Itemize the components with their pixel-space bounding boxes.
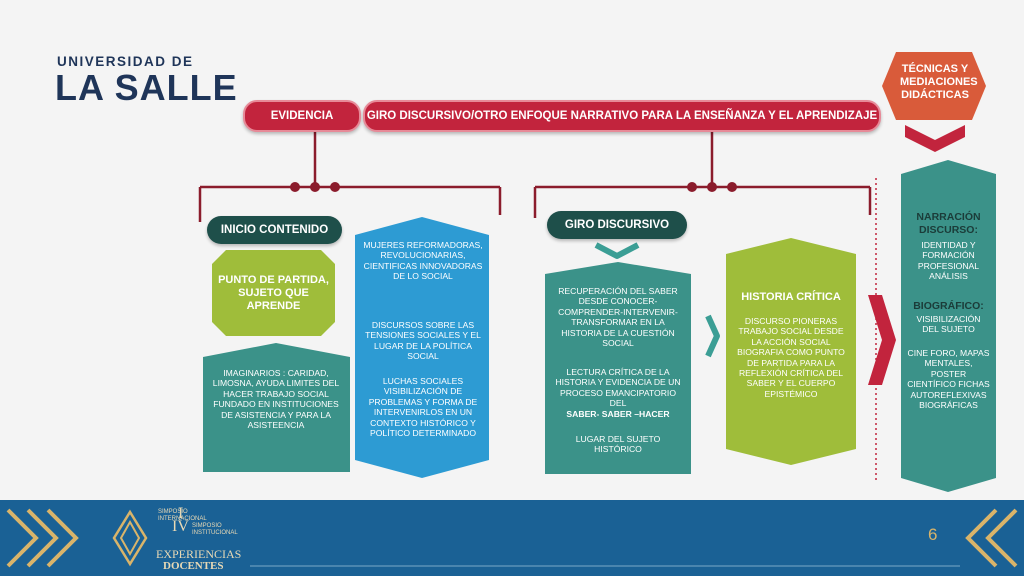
imaginarios-box [203, 343, 350, 472]
biografico-text: VISIBILIZACIÓN DEL SUJETO [916, 314, 981, 335]
lugar-text: LUGAR DEL SUJETO HISTÓRICO [575, 434, 661, 455]
historia-critica-title: HISTORIA CRÍTICA [741, 291, 841, 303]
luchas-text: LUCHAS SOCIALES VISIBILIZACIÓN DE PROBLE… [368, 376, 478, 439]
footer-decorations [6, 508, 1018, 568]
university-logo: LA SALLE [55, 67, 238, 108]
evidencia-pill: EVIDENCIA [243, 100, 361, 132]
simposio-institucional: SIMPOSIO INSTITUCIONAL [192, 523, 238, 536]
footer-bar [0, 500, 1024, 576]
blue-column-box [355, 217, 489, 478]
docentes-label: DOCENTES [163, 560, 224, 572]
lectura-text: LECTURA CRÍTICA DE LA HISTORIA Y EVIDENC… [555, 367, 681, 409]
experiencias-label: EXPERIENCIAS [156, 547, 242, 561]
tecnicas-hexagon [882, 52, 986, 120]
numeral-4: IV [172, 518, 189, 535]
narracion-title: NARRACIÓN DISCURSO: [916, 211, 981, 236]
numeral-1: I [178, 505, 184, 522]
mujeres-text: MUJERES REFORMADORAS, REVOLUCIONARIAS, C… [363, 240, 483, 282]
university-logo-top: UNIVERSIDAD DE [57, 54, 194, 69]
giro-enfoque-pill: GIRO DISCURSIVO/OTRO ENFOQUE NARRATIVO P… [363, 100, 881, 132]
simposio-internacional: SIMPOSIO INTERNACIONAL [158, 509, 207, 522]
narracion-box [901, 160, 996, 492]
historia-critica-box [726, 238, 856, 465]
discursos-text: DISCURSOS SOBRE LAS TENSIONES SOCIALES Y… [365, 320, 481, 362]
punto-partida-hexagon [212, 250, 335, 336]
giro-discursivo-pill: GIRO DISCURSIVO [547, 211, 687, 239]
recuperacion-box [545, 262, 691, 474]
saber-text: SABER- SABER –HACER [566, 409, 670, 419]
tecnicas-label: TÉCNICAS Y MEDIACIONES DIDÁCTICAS [900, 63, 978, 101]
page-number: 6 [928, 525, 938, 544]
punto-partida-label: PUNTO DE PARTIDA, SUJETO QUE APRENDE [218, 274, 329, 312]
cine-text: CINE FORO, MAPAS MENTALES, POSTER CIENTÍ… [907, 348, 990, 411]
imaginarios-text: IMAGINARIOS : CARIDAD, LIMOSNA, AYUDA LI… [212, 368, 340, 431]
chevron-right-red-icon [868, 295, 896, 385]
biografico-title: BIOGRÁFICO: [913, 300, 984, 312]
chevron-down-icon [594, 242, 640, 259]
historia-critica-text: DISCURSO PIONERAS TRABAJO SOCIAL DESDE L… [737, 316, 845, 399]
recuperacion-text: RECUPERACIÓN DEL SABER DESDE CONOCER-COM… [558, 286, 678, 349]
chevron-down-red-icon [905, 125, 965, 152]
chevron-right-icon [705, 314, 720, 358]
inicio-contenido-pill: INICIO CONTENIDO [207, 216, 342, 244]
connector-lines [198, 125, 965, 480]
narracion-text: IDENTIDAD Y FORMACIÓN PROFESIONAL ANÁLIS… [917, 240, 980, 282]
